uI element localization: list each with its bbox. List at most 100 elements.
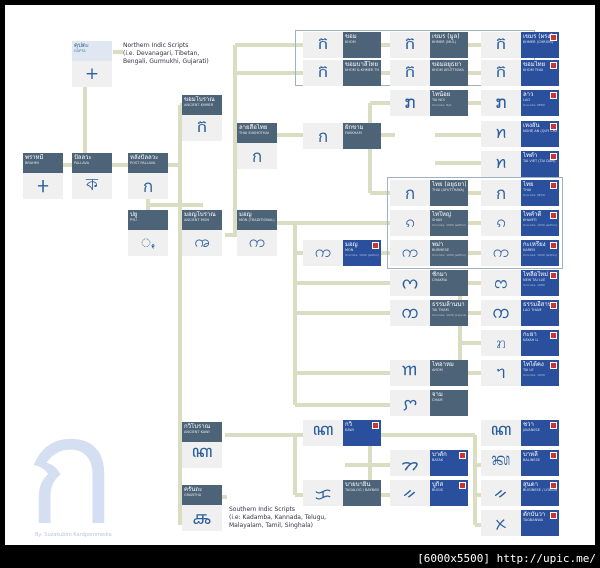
unicode-flag-icon bbox=[550, 362, 557, 369]
node-english-name: ANCIENT KHMER bbox=[184, 103, 214, 107]
node-english-name: BUGIS bbox=[432, 488, 443, 492]
node-thai-name: พม่า bbox=[432, 241, 444, 248]
script-glyph: ꪀ bbox=[481, 151, 521, 177]
script-glyph: ꤊ bbox=[481, 330, 521, 356]
script-glyph: ក bbox=[481, 32, 521, 58]
node-thai-name: กะเหรี่ยง bbox=[523, 241, 546, 248]
node-thai-name: มอญโบราณ bbox=[184, 211, 216, 218]
node-thai-name: ลาว bbox=[523, 91, 534, 98]
script-node-khmer-mul: เขมร (มูล)KHMER (MUL)ក bbox=[390, 32, 468, 58]
node-unicode-note: Unicode: 1980 bbox=[523, 283, 545, 287]
unicode-flag-icon bbox=[550, 302, 557, 309]
node-english-name: PYU bbox=[130, 218, 137, 222]
unicode-flag-icon bbox=[550, 512, 557, 519]
node-thai-name: มอญ bbox=[239, 211, 252, 218]
node-unicode-note: Unicode: 1000 (within) bbox=[432, 253, 466, 257]
node-header: พราหมีBRAHMI bbox=[23, 153, 63, 173]
script-glyph: 𑜀 bbox=[390, 360, 430, 386]
node-thai-name: บูกิส bbox=[432, 481, 444, 488]
script-glyph: ກ bbox=[390, 90, 430, 116]
node-english-name: LAO bbox=[523, 98, 531, 102]
node-thai-name: หลังปัลลวะ bbox=[130, 154, 159, 161]
unicode-flag-icon bbox=[550, 123, 557, 130]
unicode-flag-icon bbox=[550, 212, 557, 219]
node-english-name: KHOM AYUTTHAYA bbox=[432, 68, 464, 72]
node-thai-name: ลายสือไทย bbox=[239, 124, 268, 131]
node-unicode-note: Unicode: 1000 (within) bbox=[432, 223, 466, 227]
note-line: Southern Indic Scripts bbox=[229, 506, 295, 513]
node-english-name: THAI SUKHOTHAI bbox=[239, 131, 269, 135]
node-thai-name: กวิโบราณ bbox=[184, 423, 211, 430]
node-thai-name: มอญ bbox=[345, 241, 358, 248]
node-header: บาหลีBALINESE bbox=[521, 450, 559, 476]
unicode-flag-icon bbox=[550, 153, 557, 160]
node-thai-name: เหงอัน bbox=[523, 122, 540, 129]
script-glyph: ᦂ bbox=[481, 270, 521, 296]
node-english-name: MON bbox=[345, 248, 354, 252]
node-english-name: ANCIENT MON bbox=[184, 218, 209, 222]
node-english-name: KHOM bbox=[345, 40, 356, 44]
node-thai-name: ไทย (อยุธยา) bbox=[432, 181, 466, 188]
node-header: ปยูPYU bbox=[128, 210, 168, 230]
node-thai-name: พราหมี bbox=[25, 154, 44, 161]
script-glyph: ក bbox=[303, 60, 343, 86]
script-glyph: ก bbox=[237, 143, 277, 169]
node-thai-name: เขมร (มูล) bbox=[432, 33, 460, 40]
note-line: (i.e. Devanagari, Tibetan, bbox=[123, 50, 200, 57]
script-glyph: ᨀ bbox=[481, 480, 521, 506]
script-glyph: က bbox=[303, 240, 343, 266]
script-glyph: 𑌕 bbox=[182, 505, 222, 531]
node-english-name: BATAK bbox=[432, 458, 444, 462]
node-thai-name: ขอมไทย bbox=[523, 61, 546, 68]
unicode-flag-icon bbox=[372, 242, 379, 249]
author-credit: By: Suzakubiro Kardpornmedia bbox=[35, 532, 112, 538]
node-unicode-note: Unicode: 1950 bbox=[523, 373, 545, 377]
note-line: Malayalam, Tamil, Singhala) bbox=[229, 522, 314, 529]
node-thai-name: ไทย bbox=[523, 181, 534, 188]
node-thai-name: ธรรมอีสาน bbox=[523, 301, 552, 308]
node-header: ไทย (อยุธยา)THAI (AYUTTHAYA) bbox=[430, 180, 468, 206]
node-english-name: TAI LE bbox=[523, 368, 534, 372]
script-glyph: ក bbox=[390, 32, 430, 58]
thai-group-frame bbox=[387, 177, 563, 269]
script-family-tree: ก By: Suzakubiro Kardpornmedia Northern … bbox=[5, 5, 595, 545]
node-english-name: FAKKHAM bbox=[345, 131, 362, 135]
node-thai-name: ไทใหญ่ bbox=[432, 211, 451, 218]
script-glyph: က bbox=[390, 240, 430, 266]
southern-indic-note: Southern Indic Scripts (i.e: Kadamba, Ka… bbox=[229, 506, 326, 530]
